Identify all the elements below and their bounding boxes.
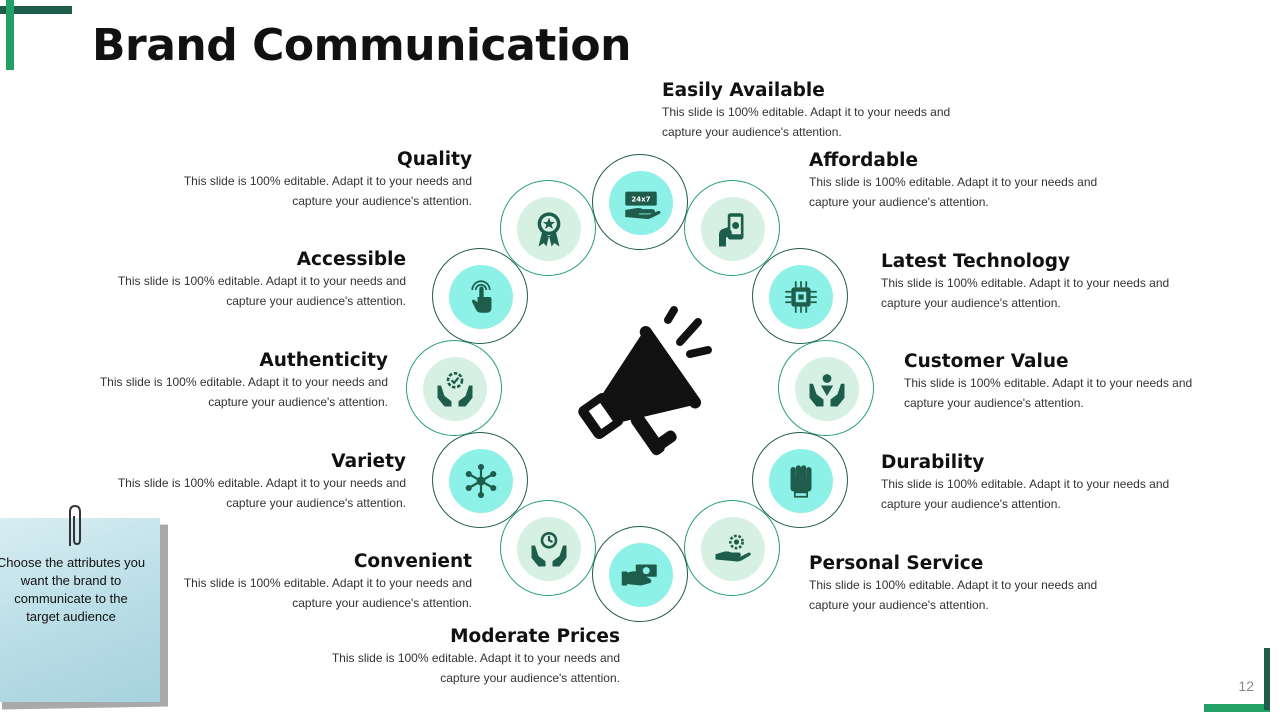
24x7-hand-icon: 24x7	[625, 191, 661, 220]
attribute-description-line1: This slide is 100% editable. Adapt it to…	[662, 105, 951, 119]
attribute-description-line1: This slide is 100% editable. Adapt it to…	[183, 576, 472, 590]
corner-accent-bottom-vertical	[1264, 648, 1270, 710]
attribute-description-line2: capture your audience's attention.	[881, 497, 1061, 511]
attribute-easily-available: Easily Available This slide is 100% edit…	[662, 79, 962, 143]
attribute-description-line2: capture your audience's attention.	[809, 195, 989, 209]
icon-circle-affordable	[684, 180, 780, 276]
paperclip-icon	[69, 504, 81, 546]
attribute-title: Easily Available	[662, 80, 825, 101]
page-title: Brand Communication	[92, 20, 631, 71]
attribute-title: Accessible	[296, 249, 406, 270]
attribute-title: Quality	[397, 149, 472, 170]
megaphone-icon	[578, 306, 712, 456]
attribute-description-line2: capture your audience's attention.	[208, 395, 388, 409]
hands-badge-icon	[437, 371, 473, 407]
attribute-description-line2: capture your audience's attention.	[904, 396, 1084, 410]
attribute-moderate-prices: Moderate Prices This slide is 100% edita…	[320, 625, 620, 689]
attribute-description-line1: This slide is 100% editable. Adapt it to…	[809, 175, 1098, 189]
corner-accent-horizontal	[0, 6, 72, 14]
attribute-description-line2: capture your audience's attention.	[226, 496, 406, 510]
attribute-customer-value: Customer Value This slide is 100% editab…	[904, 350, 1204, 414]
attribute-description-line1: This slide is 100% editable. Adapt it to…	[881, 276, 1170, 290]
corner-accent-bottom-horizontal	[1204, 704, 1270, 712]
attribute-title: Latest Technology	[881, 251, 1071, 272]
fist-icon	[790, 465, 812, 498]
attribute-description-line2: capture your audience's attention.	[440, 671, 620, 685]
attribute-description-line2: capture your audience's attention.	[226, 294, 406, 308]
attribute-description-line1: This slide is 100% editable. Adapt it to…	[331, 651, 620, 665]
sticky-note-paper	[0, 518, 160, 702]
icon-circle-customer-value	[778, 340, 874, 436]
money-phone-icon	[719, 213, 744, 247]
attribute-accessible: Accessible This slide is 100% editable. …	[106, 248, 406, 312]
attribute-title: Convenient	[353, 551, 472, 572]
attribute-description-line2: capture your audience's attention.	[292, 596, 472, 610]
icon-circle-latest-technology	[752, 248, 848, 344]
attribute-description-line1: This slide is 100% editable. Adapt it to…	[117, 274, 406, 288]
attribute-description-line2: capture your audience's attention.	[881, 296, 1061, 310]
attribute-variety: Variety This slide is 100% editable. Ada…	[106, 450, 406, 514]
icon-circle-accessible	[432, 248, 528, 344]
attribute-title: Affordable	[809, 150, 918, 171]
attribute-convenient: Convenient This slide is 100% editable. …	[172, 550, 472, 614]
sticky-note: Choose the attributes you want the brand…	[0, 504, 170, 710]
hands-person-icon	[809, 374, 845, 407]
attribute-description-line1: This slide is 100% editable. Adapt it to…	[183, 174, 472, 188]
hands-clock-icon	[531, 531, 567, 567]
attribute-description-line1: This slide is 100% editable. Adapt it to…	[904, 376, 1193, 390]
attribute-affordable: Affordable This slide is 100% editable. …	[809, 149, 1109, 213]
sticky-note-text: Choose the attributes you want the brand…	[0, 555, 146, 624]
attribute-title: Variety	[331, 451, 406, 472]
attribute-description-line2: capture your audience's attention.	[809, 598, 989, 612]
icon-circle-variety	[432, 432, 528, 528]
attribute-description-line1: This slide is 100% editable. Adapt it to…	[117, 476, 406, 490]
chip-icon	[785, 281, 817, 313]
attribute-description-line1: This slide is 100% editable. Adapt it to…	[809, 578, 1098, 592]
attribute-authenticity: Authenticity This slide is 100% editable…	[88, 349, 388, 413]
award-icon	[537, 212, 561, 247]
attribute-latest-technology: Latest Technology This slide is 100% edi…	[881, 250, 1181, 314]
attribute-title: Durability	[881, 452, 985, 473]
page-number: 12	[1238, 678, 1254, 694]
attribute-description-line1: This slide is 100% editable. Adapt it to…	[881, 477, 1170, 491]
attribute-personal-service: Personal Service This slide is 100% edit…	[809, 552, 1109, 616]
hand-gear-icon	[715, 534, 751, 562]
icon-circle-personal-service	[684, 500, 780, 596]
24x7-label: 24x7	[631, 196, 650, 204]
corner-accent-vertical	[6, 0, 14, 70]
icon-circle-durability	[752, 432, 848, 528]
icon-circle-easily-available: 24x7	[592, 154, 688, 250]
attribute-title: Authenticity	[259, 350, 388, 371]
attribute-title: Moderate Prices	[450, 626, 620, 647]
icon-circle-authenticity	[406, 340, 502, 436]
icon-circle-quality	[500, 180, 596, 276]
attribute-durability: Durability This slide is 100% editable. …	[881, 451, 1181, 515]
attribute-title: Customer Value	[904, 351, 1069, 372]
attribute-title: Personal Service	[809, 553, 984, 574]
icon-circle-convenient	[500, 500, 596, 596]
attribute-description-line1: This slide is 100% editable. Adapt it to…	[99, 375, 388, 389]
attribute-description-line2: capture your audience's attention.	[662, 125, 842, 139]
network-icon	[465, 463, 497, 499]
attribute-description-line2: capture your audience's attention.	[292, 194, 472, 208]
icon-circle-moderate-prices	[592, 526, 688, 622]
hand-cash-icon	[621, 564, 657, 586]
touch-icon	[471, 280, 492, 313]
attribute-quality: Quality This slide is 100% editable. Ada…	[172, 148, 472, 212]
